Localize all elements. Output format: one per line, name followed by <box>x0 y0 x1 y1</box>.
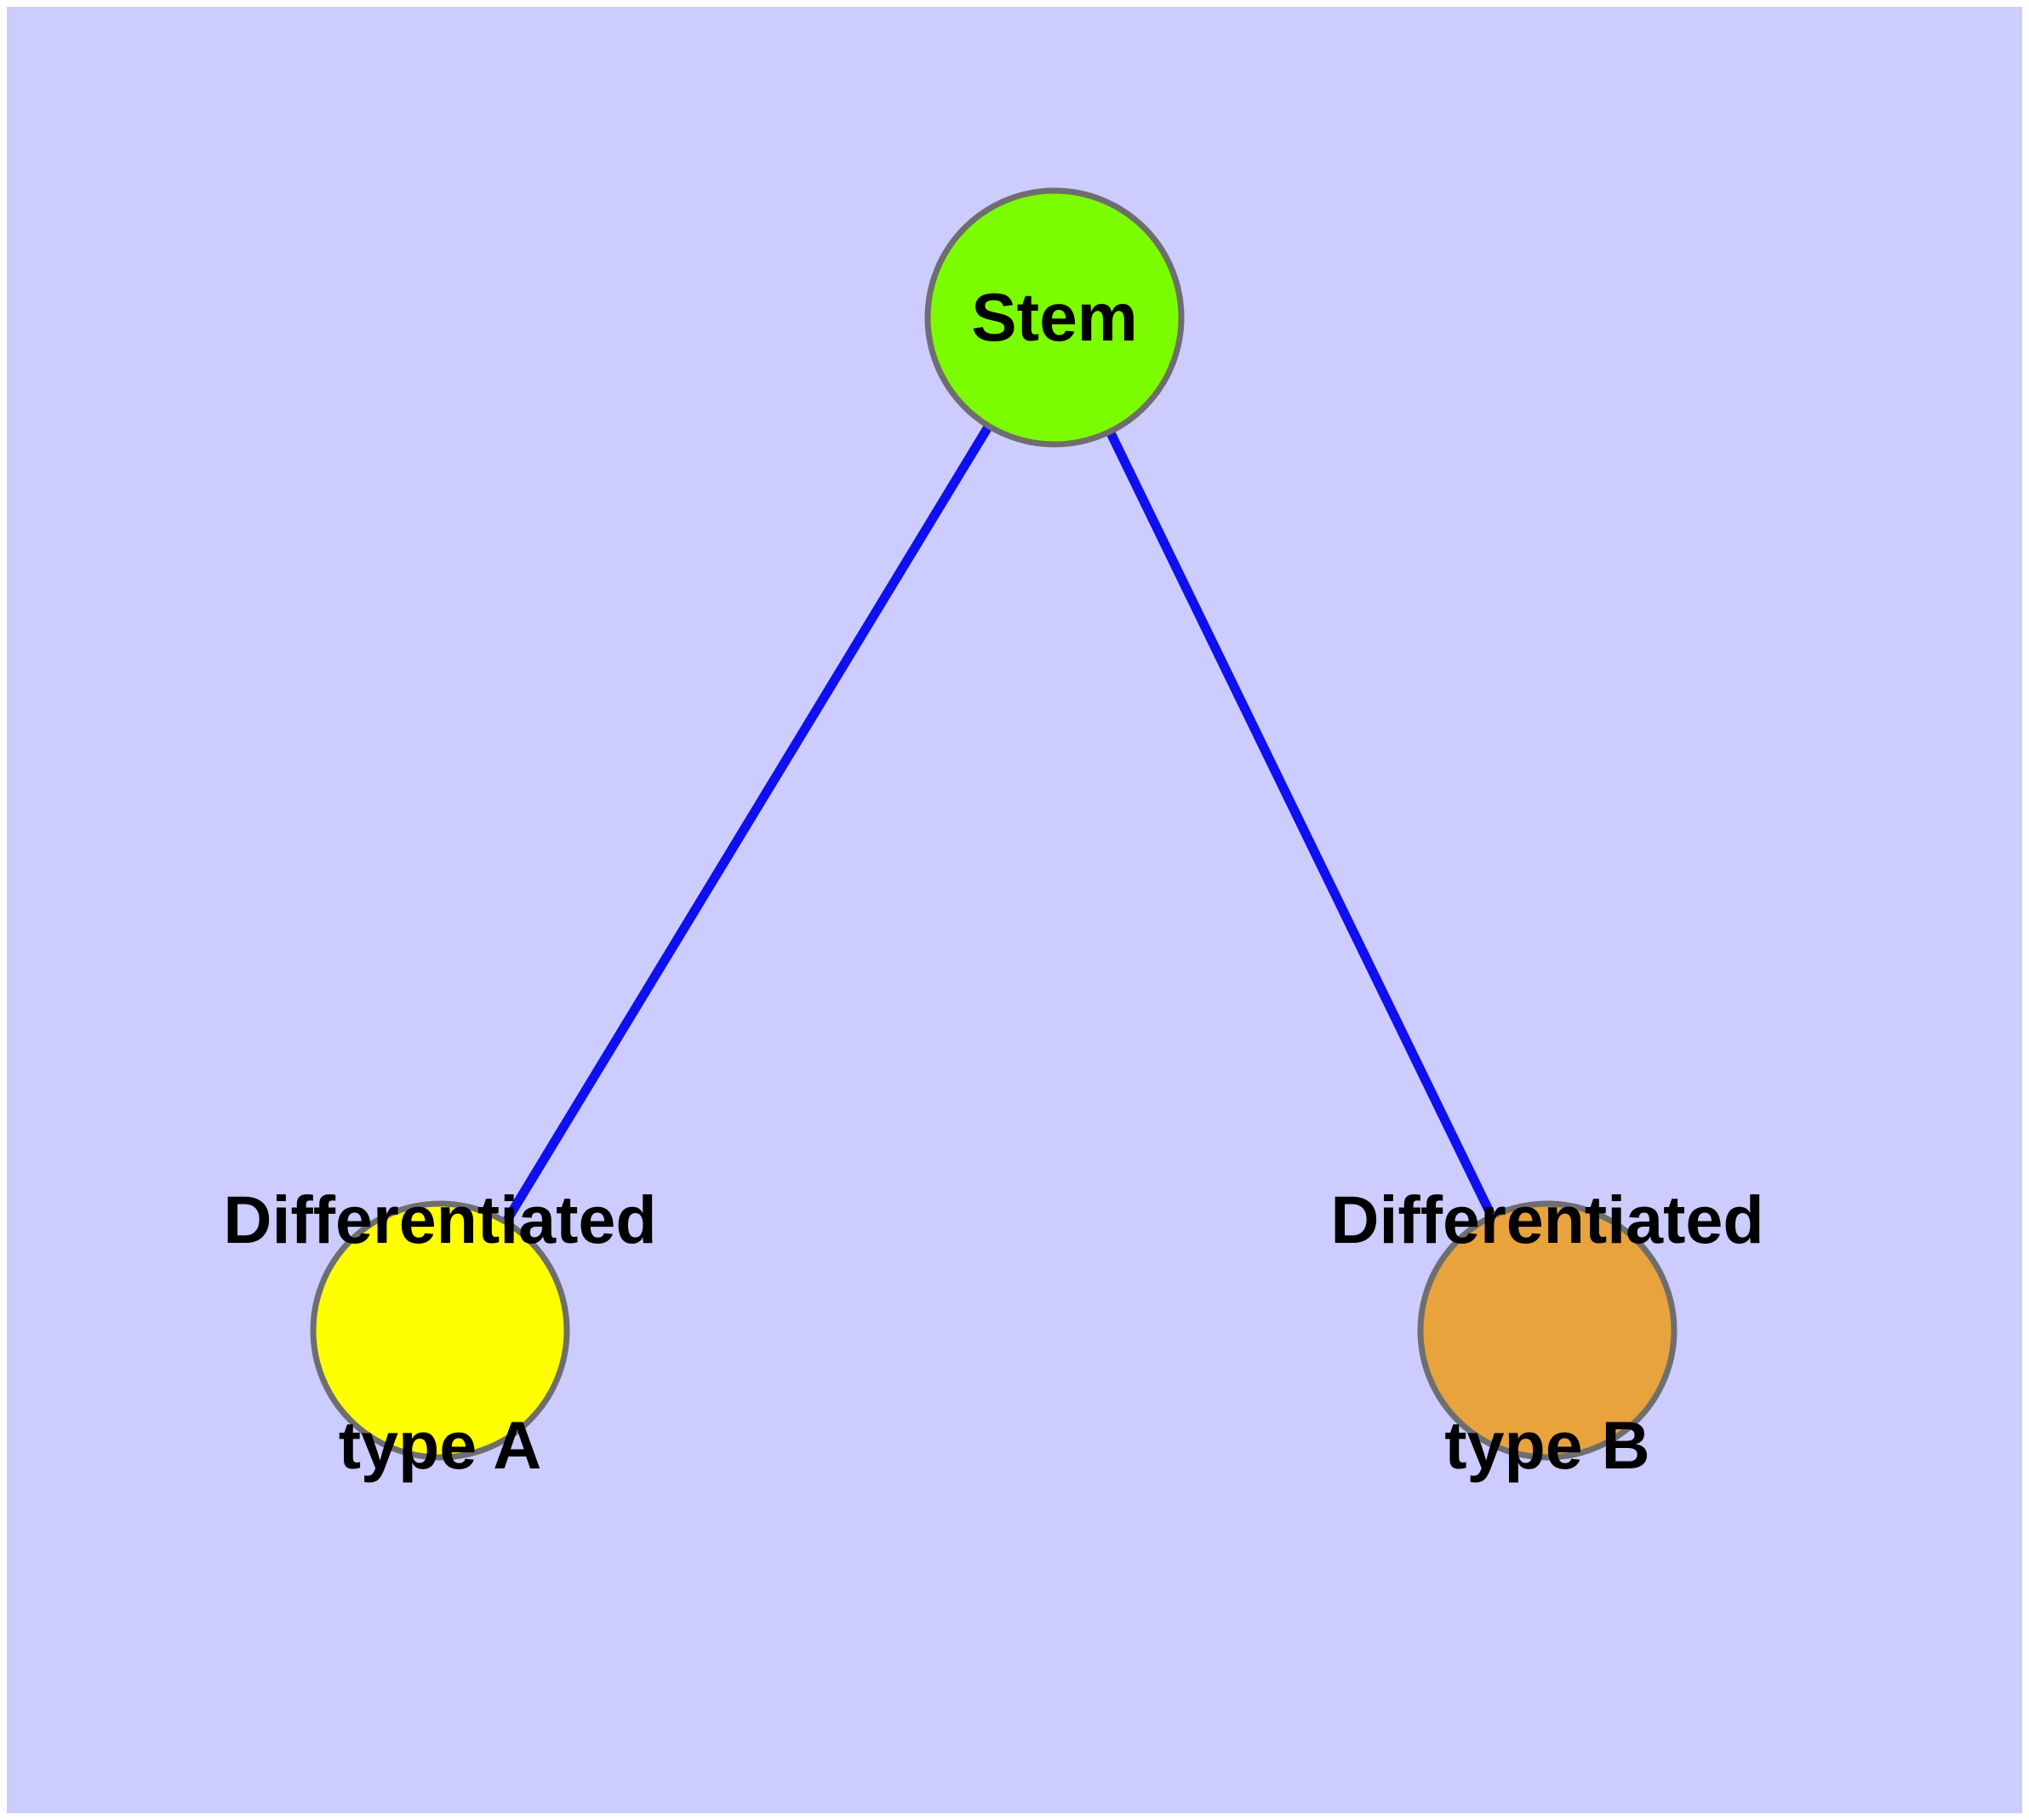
node-stem[interactable] <box>924 187 1185 448</box>
node-differentiated-type-b[interactable] <box>1417 1200 1677 1461</box>
node-layer <box>310 187 1677 1461</box>
edge-layer <box>501 423 1496 1225</box>
edge-stem-to-diff-a[interactable] <box>501 423 993 1225</box>
edge-stem-to-diff-b[interactable] <box>1106 429 1496 1219</box>
node-differentiated-type-a[interactable] <box>310 1200 570 1461</box>
